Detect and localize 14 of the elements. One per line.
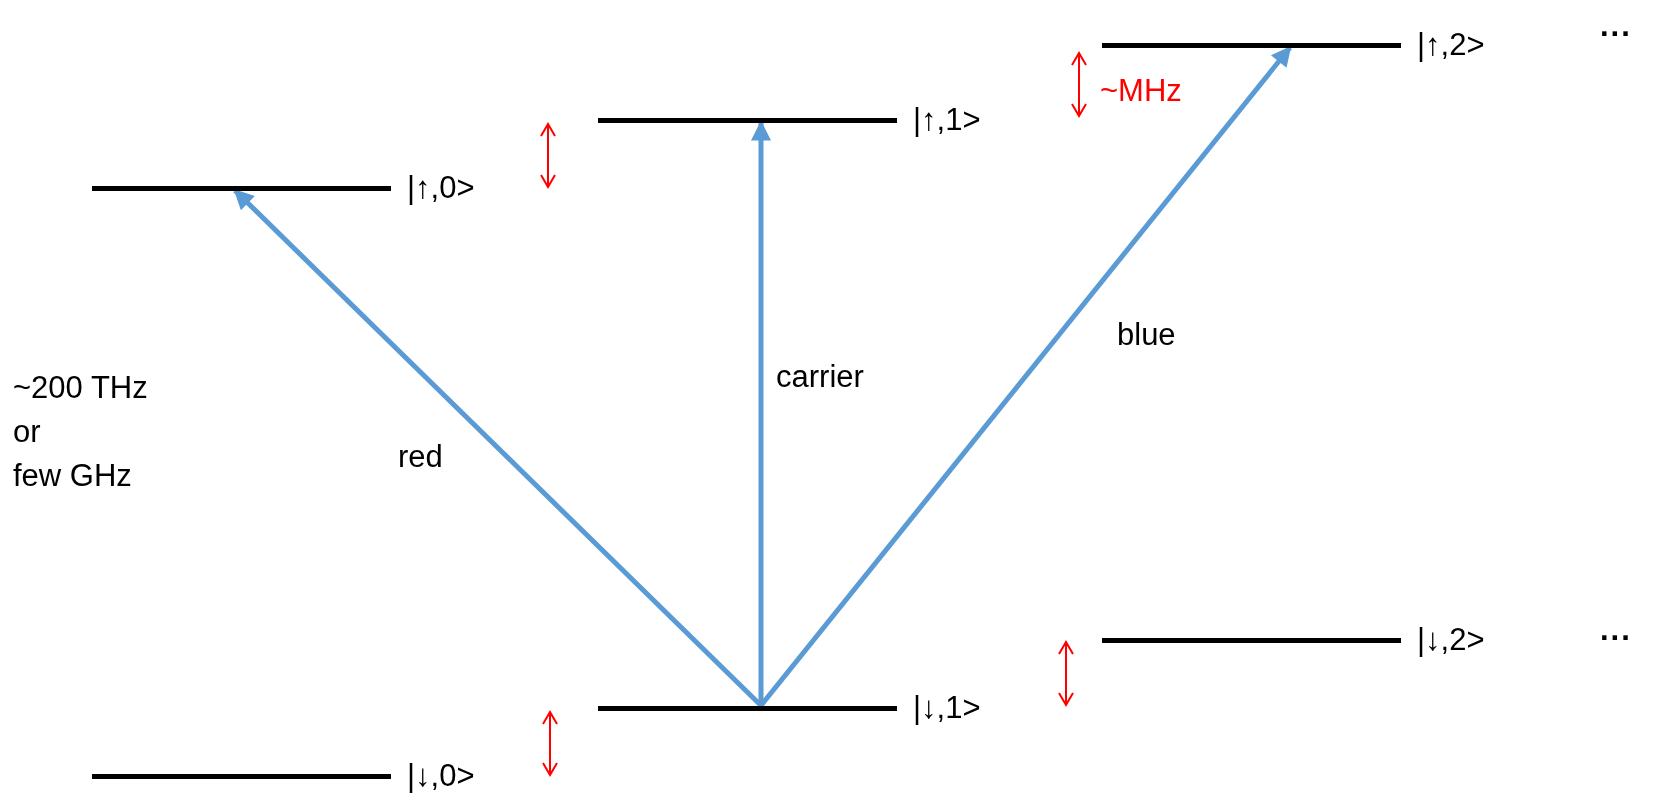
note-label: ~MHz [1100, 73, 1182, 109]
transition-arrow [751, 120, 771, 706]
state-label: |↑,0> [407, 170, 475, 206]
ellipsis-label: ... [1600, 8, 1632, 44]
ellipsis-label: ... [1600, 612, 1632, 648]
note-label: few GHz [13, 458, 132, 494]
state-label: |↓,2> [1417, 622, 1485, 658]
state-label: |↓,1> [913, 690, 981, 726]
state-label: |↑,2> [1417, 27, 1485, 63]
state-label: |↓,0> [407, 758, 475, 794]
note-label: or [13, 414, 41, 450]
note-label: ~200 THz [13, 370, 148, 406]
transition-arrow [759, 45, 1292, 708]
state-label: |↑,1> [913, 102, 981, 138]
